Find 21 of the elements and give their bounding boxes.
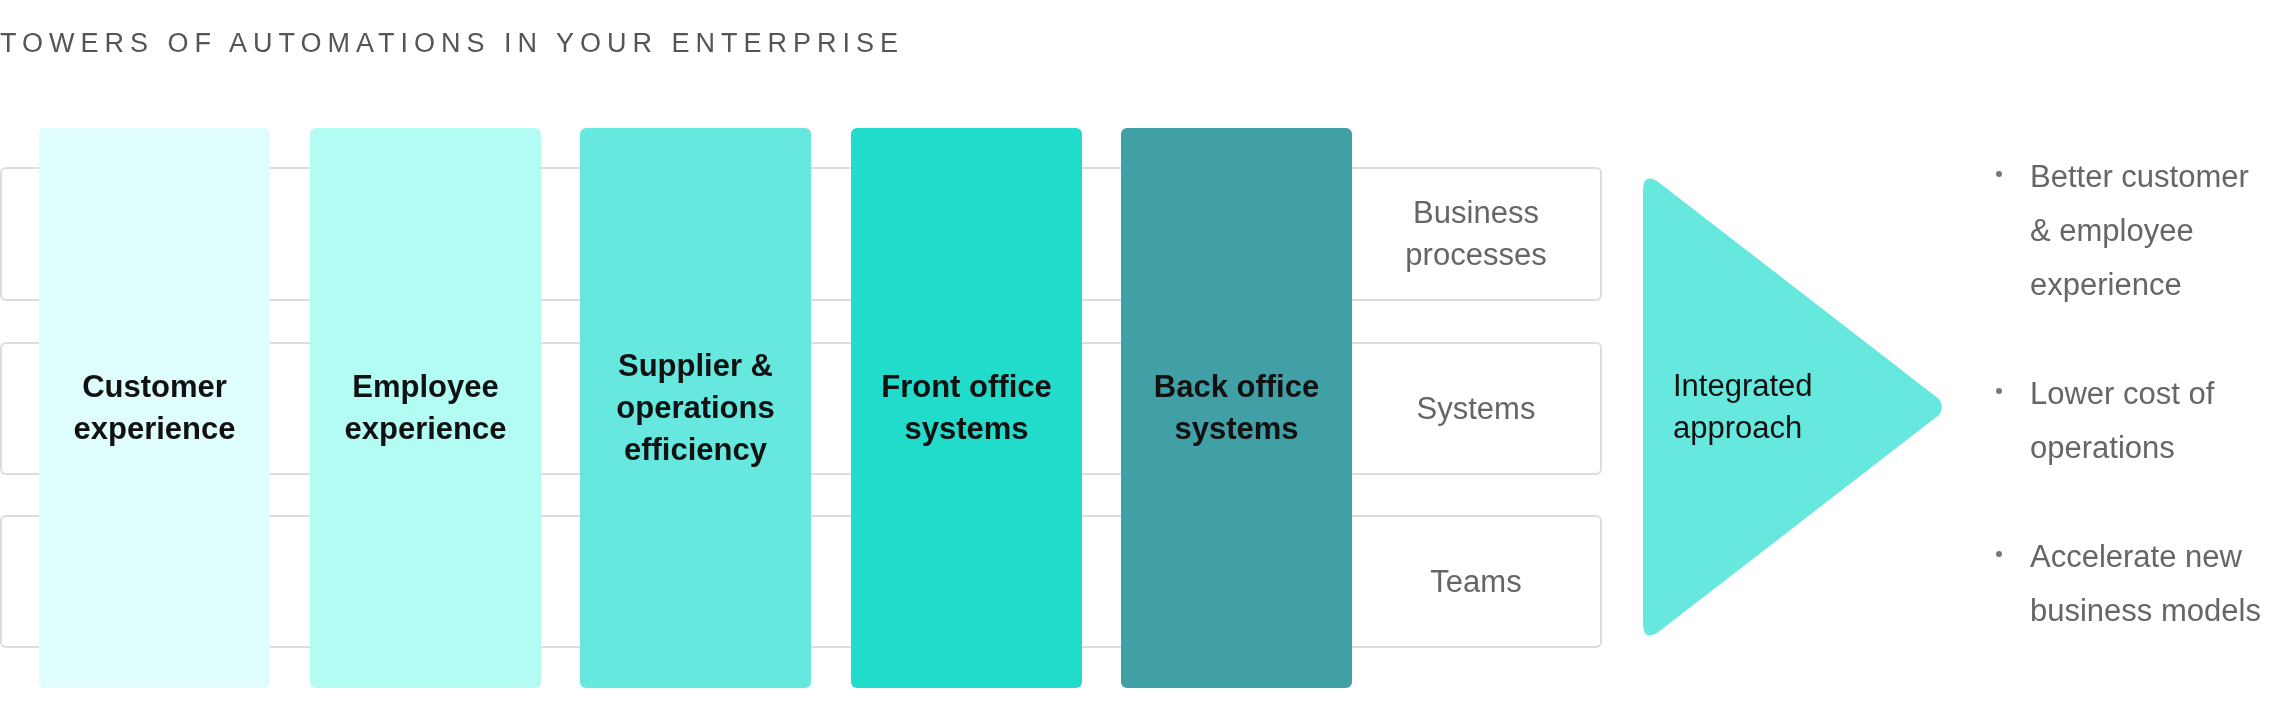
title: TOWERS OF AUTOMATIONS IN YOUR ENTERPRISE [0, 28, 905, 59]
row-label: Teams [1430, 562, 1522, 601]
bullet-text: Accelerate new business models [2030, 538, 2262, 630]
tower-column [39, 128, 270, 688]
row-band [1352, 342, 1602, 475]
tower-column [851, 128, 1082, 688]
row-band [1352, 167, 1602, 301]
tower-label: Supplier & operations efficiency [615, 347, 776, 469]
tower-label: Customer experience [72, 368, 237, 448]
tower-column [580, 128, 811, 688]
row-label: Systems [1416, 389, 1536, 428]
tower-column [310, 128, 541, 688]
tower-label: Employee experience [343, 368, 508, 448]
row-label: Business processes [1404, 194, 1548, 274]
bullet-text: Lower cost of operations [2030, 375, 2216, 467]
bullet-text: Better customer & employee experience [2030, 158, 2250, 304]
row-band [1352, 515, 1602, 648]
tower-label: Front office systems [880, 368, 1053, 448]
shape-label: Integrated approach [1673, 367, 1814, 447]
tower-column [1121, 128, 1352, 688]
tower-label: Back office systems [1152, 368, 1321, 448]
